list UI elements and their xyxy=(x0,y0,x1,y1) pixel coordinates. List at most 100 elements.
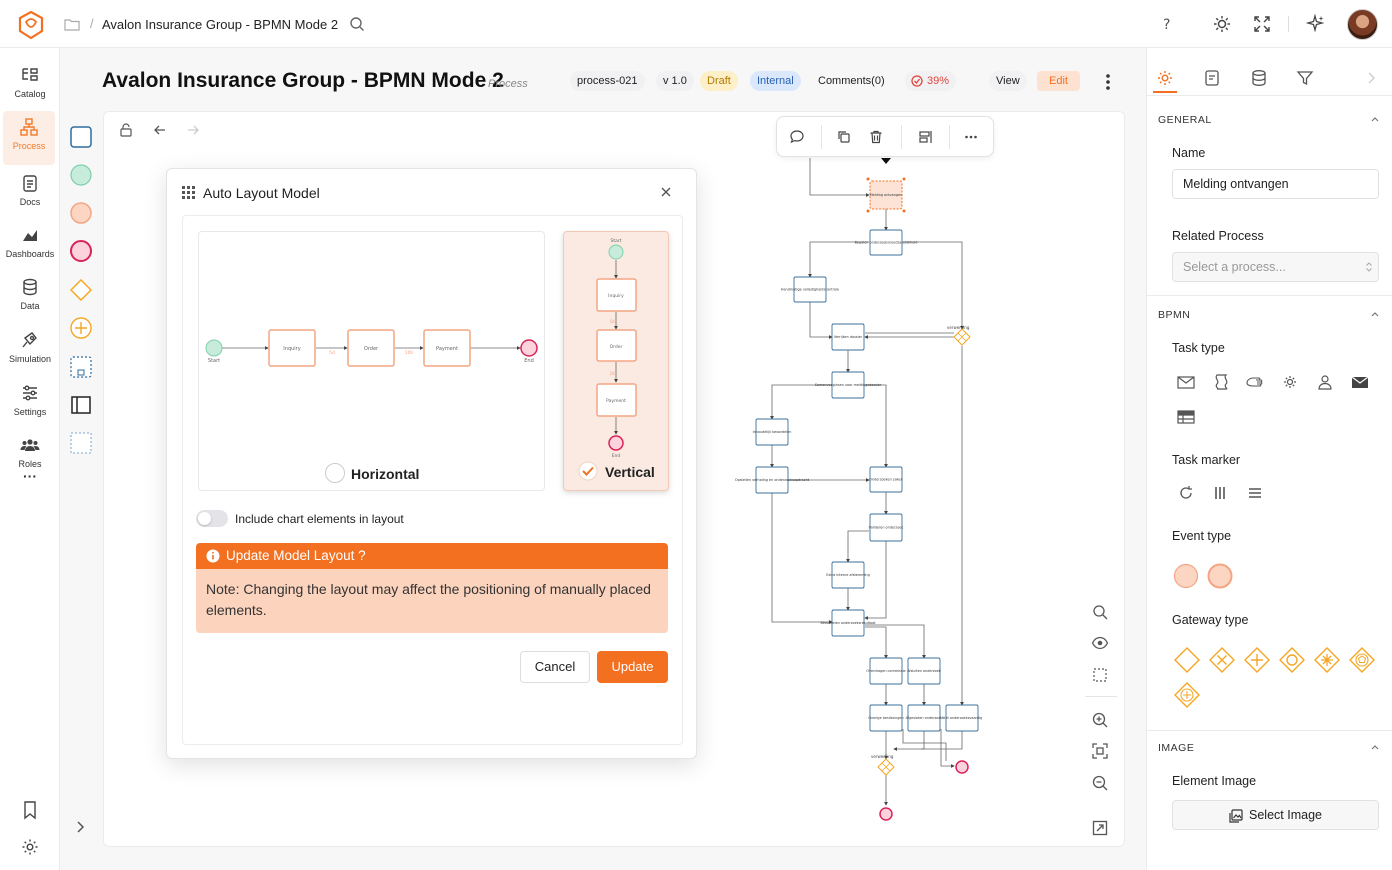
send-task-icon[interactable] xyxy=(1176,372,1196,392)
diagram-task[interactable] xyxy=(907,704,941,732)
redo-icon[interactable] xyxy=(185,122,201,138)
bookmark-icon[interactable] xyxy=(20,800,40,820)
name-input[interactable]: Melding ontvangen xyxy=(1172,169,1379,199)
inclusive-gateway-icon[interactable] xyxy=(1278,646,1306,674)
exclusive-gateway-icon[interactable] xyxy=(1173,646,1201,674)
gateway-icon[interactable] xyxy=(70,279,92,301)
app-logo-icon[interactable] xyxy=(17,10,45,40)
event-type-start-icon[interactable] xyxy=(1173,563,1199,589)
lock-icon[interactable] xyxy=(118,122,134,138)
receive-task-icon[interactable] xyxy=(1350,372,1370,392)
section-image[interactable]: IMAGE xyxy=(1158,742,1195,754)
trash-icon[interactable] xyxy=(868,129,884,145)
kebab-menu-icon[interactable] xyxy=(1104,72,1112,92)
end-event-icon[interactable] xyxy=(70,240,92,262)
parallel-gateway-icon[interactable] xyxy=(70,317,92,339)
business-rule-task-icon[interactable] xyxy=(1176,407,1196,427)
layout-option-horizontal[interactable]: Start Inquiry Order Payment End 5d 10h H… xyxy=(198,231,545,491)
diagram-task[interactable] xyxy=(869,466,903,493)
expand-icon[interactable] xyxy=(1091,819,1109,837)
cancel-button[interactable]: Cancel xyxy=(520,651,590,683)
layout-option-vertical[interactable]: Start Inquiry Order Payment End 5d 2d Ve… xyxy=(563,231,669,491)
nav-item-simulation[interactable]: Simulation xyxy=(0,324,60,374)
diagram-task[interactable] xyxy=(755,418,789,446)
diagram-task[interactable] xyxy=(831,561,865,589)
task-shape-icon[interactable] xyxy=(70,126,92,148)
nav-item-process[interactable]: Process xyxy=(3,111,55,165)
sparkle-icon[interactable] xyxy=(1306,14,1326,34)
manual-task-icon[interactable] xyxy=(1245,372,1265,392)
diagram-task[interactable] xyxy=(831,323,865,351)
xor-gateway-icon[interactable] xyxy=(1208,646,1236,674)
zoom-out-icon[interactable] xyxy=(1091,774,1109,792)
visibility-badge[interactable]: Internal xyxy=(750,71,801,91)
chevron-right-icon[interactable] xyxy=(74,818,88,836)
subprocess-icon[interactable] xyxy=(70,356,92,378)
diagram-task[interactable] xyxy=(869,657,903,685)
tab-data-icon[interactable] xyxy=(1249,68,1269,88)
radio-horizontal[interactable] xyxy=(325,463,345,483)
eye-icon[interactable] xyxy=(1091,634,1109,652)
nav-item-settings[interactable]: Settings xyxy=(0,377,60,427)
user-task-icon[interactable] xyxy=(1315,372,1335,392)
section-general[interactable]: GENERAL xyxy=(1158,114,1212,126)
chevron-up-icon[interactable] xyxy=(1370,309,1380,319)
more-icon[interactable]: ··· xyxy=(23,468,37,484)
view-button[interactable]: View xyxy=(989,71,1027,91)
align-icon[interactable] xyxy=(917,129,933,145)
update-button[interactable]: Update xyxy=(597,651,668,683)
status-badge[interactable]: Draft xyxy=(700,71,738,91)
diagram-task[interactable] xyxy=(869,513,903,542)
diagram-task[interactable] xyxy=(869,704,903,732)
parallel-gateway-icon[interactable] xyxy=(1243,646,1271,674)
related-process-select[interactable]: Select a process... xyxy=(1172,252,1379,282)
version-chip[interactable]: v 1.0 xyxy=(656,71,694,91)
edit-button[interactable]: Edit xyxy=(1037,71,1080,91)
diagram-task[interactable] xyxy=(869,229,903,256)
nav-item-roles[interactable]: Roles xyxy=(0,429,60,479)
pool-icon[interactable] xyxy=(70,394,92,416)
parallel-marker-icon[interactable] xyxy=(1210,483,1230,503)
complex-gateway-icon[interactable] xyxy=(1313,646,1341,674)
avatar[interactable] xyxy=(1347,9,1378,40)
event-gateway-icon[interactable] xyxy=(1348,646,1376,674)
tab-settings-icon[interactable] xyxy=(1155,68,1175,88)
diagram-task[interactable] xyxy=(831,609,865,637)
chevron-up-icon[interactable] xyxy=(1370,114,1380,124)
breadcrumb[interactable]: Avalon Insurance Group - BPMN Mode 2 xyxy=(102,17,339,32)
group-icon[interactable] xyxy=(70,432,92,454)
fullscreen-icon[interactable] xyxy=(1252,14,1272,34)
tab-filter-icon[interactable] xyxy=(1295,68,1315,88)
tab-docs-icon[interactable] xyxy=(1202,68,1222,88)
nav-item-data[interactable]: Data xyxy=(0,271,60,321)
sequential-marker-icon[interactable] xyxy=(1245,483,1265,503)
start-event-icon[interactable] xyxy=(70,164,92,186)
fit-screen-icon[interactable] xyxy=(1091,742,1109,760)
diagram-task[interactable] xyxy=(793,276,827,303)
nav-item-dashboards[interactable]: Dashboards xyxy=(0,219,60,269)
loop-marker-icon[interactable] xyxy=(1176,483,1196,503)
comments-button[interactable]: Comments(0) xyxy=(818,75,885,87)
sun-icon[interactable] xyxy=(1212,14,1232,34)
check-icon[interactable] xyxy=(578,461,598,481)
event-parallel-gateway-icon[interactable] xyxy=(1173,681,1201,709)
gear-icon[interactable] xyxy=(20,837,40,857)
undo-icon[interactable] xyxy=(152,122,168,138)
help-icon[interactable]: ? xyxy=(1157,14,1177,34)
zoom-in-icon[interactable] xyxy=(1091,711,1109,729)
select-image-button[interactable]: Select Image xyxy=(1172,800,1379,830)
diagram-task[interactable] xyxy=(831,371,865,399)
diagram-task[interactable] xyxy=(755,466,789,494)
section-bpmn[interactable]: BPMN xyxy=(1158,309,1191,321)
intermediate-event-icon[interactable] xyxy=(70,202,92,224)
nav-item-docs[interactable]: Docs xyxy=(0,167,60,217)
diagram-task[interactable] xyxy=(907,657,941,685)
comment-icon[interactable] xyxy=(789,129,805,145)
diagram-task[interactable] xyxy=(945,704,979,732)
select-area-icon[interactable] xyxy=(1091,666,1109,684)
folder-icon[interactable] xyxy=(64,16,80,32)
search-icon[interactable] xyxy=(349,16,365,32)
score-badge[interactable]: 39% xyxy=(905,71,957,91)
event-type-intermediate-icon[interactable] xyxy=(1207,563,1233,589)
